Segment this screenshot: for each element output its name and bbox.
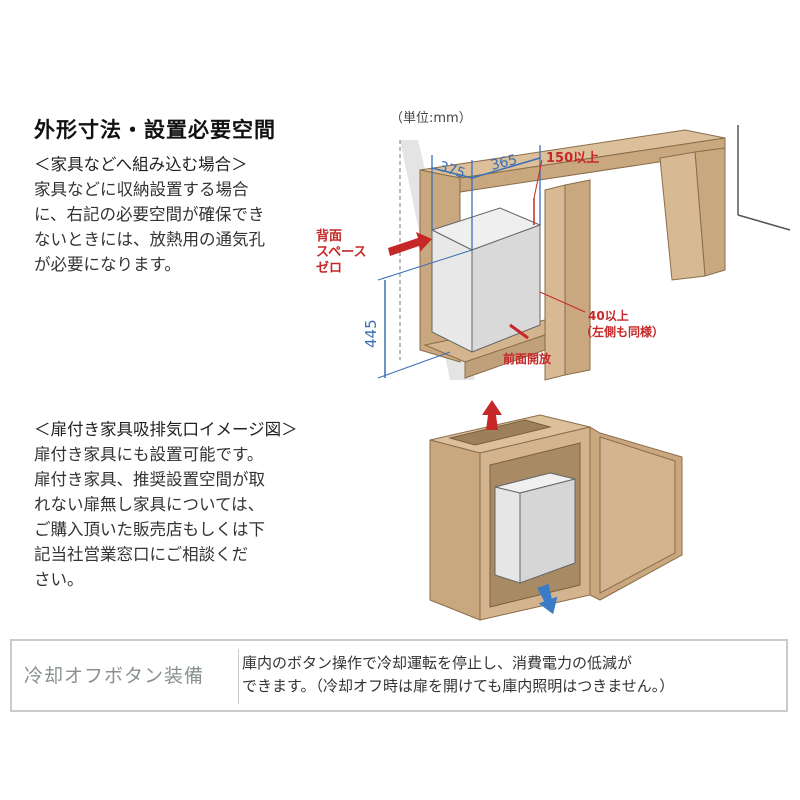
body-line: 記当社営業窓口にご相談くだ [34, 545, 249, 564]
back-space-arrow [388, 232, 432, 256]
unit-label: （単位:mm） [390, 110, 472, 126]
body-line: ないときには、放熱用の通気孔 [34, 230, 265, 249]
dim-width-label: 365 [489, 152, 519, 174]
cabinet-left [429, 439, 481, 621]
installation-diagram: （単位:mm） 375 365 445 150以上 40以上 （左側も同様） 背… [316, 110, 791, 381]
dim-height-label: 445 [362, 319, 380, 348]
footer-title: 冷却オフボタン装備 [24, 665, 205, 687]
body-line: 扉付き家具にも設置可能です。 [34, 445, 264, 464]
body-line: に、右記の必要空間が確保でき [34, 205, 265, 224]
section-body-furniture: 家具などに収納設置する場合 に、右記の必要空間が確保でき ないときには、放熱用の… [34, 177, 265, 277]
section-subtitle-furniture: ＜家具などへ組み込む場合＞ [34, 155, 248, 174]
exhaust-arrow [482, 400, 502, 430]
section-body-door-cabinet: 扉付き家具にも設置可能です。 扉付き家具、推奨設置空間が取 れない扉無し家具につ… [34, 442, 265, 592]
dim-depth-label: 375 [437, 159, 467, 182]
back-space-label: 背面 [316, 228, 342, 244]
door-cabinet-diagram [429, 400, 683, 621]
svg-text:スペース: スペース [316, 245, 366, 260]
body-line: 扉付き家具、推奨設置空間が取 [34, 470, 265, 489]
body-line: が必要になります。 [34, 255, 181, 274]
front-open-label: 前面開放 [503, 351, 552, 366]
side-clearance-leader [539, 291, 586, 313]
fridge-side [519, 478, 576, 584]
body-line: さい。 [34, 570, 84, 589]
svg-text:ゼロ: ゼロ [316, 260, 342, 276]
desk-leg-middle [564, 179, 591, 376]
footer-body: 庫内のボタン操作で冷却運転を停止し、消費電力の低減が できます。（冷却オフ時は扉… [242, 652, 674, 698]
top-clearance-label: 150以上 [546, 151, 599, 166]
section-title: 外形寸法・設置必要空間 [34, 118, 276, 142]
footer-line: 庫内のボタン操作で冷却運転を停止し、消費電力の低減が [242, 654, 633, 672]
body-line: れない扉無し家具については、 [34, 495, 265, 514]
body-line: ご購入頂いた販売店もしくは下 [34, 520, 265, 539]
fridge-front [494, 486, 521, 584]
section-subtitle-door-cabinet: ＜扉付き家具吸排気口イメージ図＞ [34, 420, 298, 439]
cooling-off-feature-box: 冷却オフボタン装備 庫内のボタン操作で冷却運転を停止し、消費電力の低減が できま… [10, 639, 788, 712]
front-open-arrow [509, 323, 529, 340]
footer-line: できます。（冷却オフ時は扉を開けても庫内照明はつきません。） [242, 677, 675, 695]
side-clearance-label: 40以上 [588, 308, 629, 323]
fridge-front [431, 229, 473, 353]
side-clearance-note: （左側も同様） [580, 324, 664, 339]
intake-arrow [537, 583, 558, 615]
dim-line-depth [431, 167, 473, 179]
body-line: 家具などに収納設置する場合 [34, 180, 249, 199]
dim-line-width [471, 157, 541, 179]
footer-divider [238, 649, 239, 704]
exhaust-vent [448, 419, 552, 446]
